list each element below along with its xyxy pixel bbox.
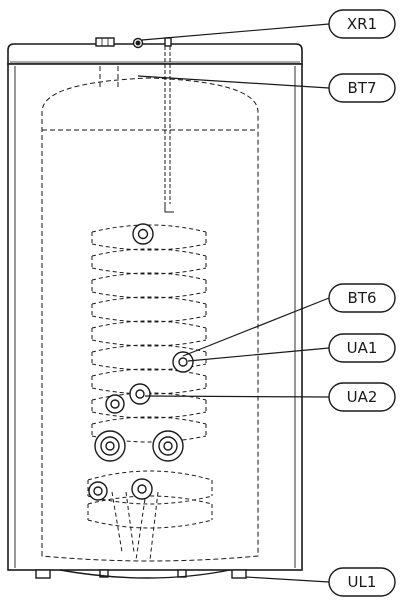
connection-ports — [88, 223, 194, 501]
foot-left — [35, 569, 51, 579]
inner-tank — [41, 66, 259, 562]
top-lid — [7, 43, 303, 65]
callout-bt6: BT6 — [328, 283, 396, 313]
lower-pipes — [111, 491, 159, 561]
tank-casing — [7, 43, 303, 571]
port-left-small — [105, 394, 125, 414]
callout-ua2: UA2 — [328, 382, 396, 412]
leader-xr1 — [141, 23, 330, 41]
callout-ul1: UL1 — [328, 567, 396, 597]
leader-bt7 — [137, 75, 330, 89]
leader-lines — [137, 23, 330, 583]
casing-body — [7, 63, 303, 571]
xr1-connector-inner — [135, 40, 141, 46]
leader-ul1 — [245, 576, 330, 583]
inner-tank-outline — [41, 77, 259, 562]
label-ua1: UA1 — [347, 339, 378, 357]
label-xr1: XR1 — [347, 15, 377, 33]
port-bottom-left — [88, 481, 108, 501]
leader-bt6 — [182, 297, 330, 357]
ua2-port — [129, 383, 151, 405]
label-bt7: BT7 — [348, 79, 377, 97]
bottom-plate — [59, 569, 231, 579]
label-bt6: BT6 — [348, 289, 377, 307]
label-ua2: UA2 — [347, 388, 378, 406]
leader-ua1 — [187, 347, 330, 362]
callout-ua1: UA1 — [328, 333, 396, 363]
ua1-port — [172, 351, 194, 373]
port-top-coil — [132, 223, 154, 245]
port-bottom-right — [131, 478, 153, 500]
foot-mid-left — [99, 569, 109, 578]
foot-right — [231, 569, 247, 579]
label-ul1: UL1 — [348, 573, 377, 591]
port-nut-right — [152, 430, 184, 462]
sensor-stub — [164, 37, 172, 47]
port-nut-left — [94, 430, 126, 462]
bt7-sensor-tube — [164, 46, 174, 213]
tank-feet — [35, 569, 247, 579]
leader-ua2 — [144, 395, 330, 398]
callout-xr1: XR1 — [328, 9, 396, 39]
callout-bt7: BT7 — [328, 73, 396, 103]
pipe-fitting — [95, 37, 115, 47]
top-pipe-stub — [99, 66, 119, 90]
